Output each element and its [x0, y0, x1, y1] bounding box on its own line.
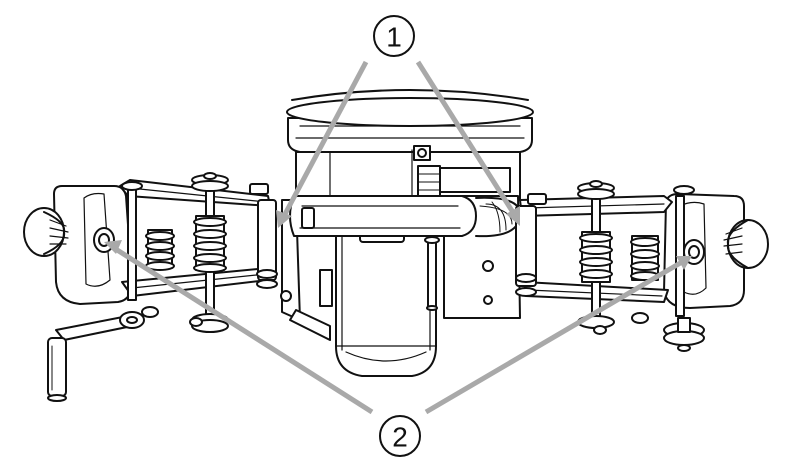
- crank-handle: [47, 311, 145, 402]
- right-arm: [515, 180, 769, 352]
- callout-2: 2: [379, 415, 421, 457]
- callout-1: 1: [373, 15, 415, 57]
- right-spring-a: [579, 231, 613, 283]
- left-spring-b: [193, 215, 227, 273]
- leader-1-right: [415, 60, 517, 216]
- leader-2-left: [112, 245, 374, 415]
- left-arm: [23, 172, 278, 402]
- leader-2-left-arrowhead: [104, 240, 122, 254]
- leader-2-right: [424, 259, 684, 415]
- vertical-rod: [424, 236, 440, 311]
- top-disc: [286, 89, 534, 153]
- leader-lines: [104, 60, 692, 415]
- machine-drawing: [23, 89, 769, 402]
- callout-1-circle: [373, 15, 415, 57]
- right-spring-b: [630, 235, 660, 281]
- upper-housing: [295, 145, 521, 201]
- leader-2-right-arrowhead: [676, 256, 692, 270]
- leader-1-left: [281, 60, 369, 218]
- callout-2-circle: [379, 415, 421, 457]
- callout-1-label: 1: [386, 22, 402, 53]
- callout-2-label: 2: [392, 422, 408, 453]
- clamp-band: [289, 195, 521, 238]
- left-spring-a: [145, 229, 175, 271]
- leader-1-left-arrowhead: [276, 210, 292, 228]
- leader-1-right-arrowhead: [506, 206, 520, 226]
